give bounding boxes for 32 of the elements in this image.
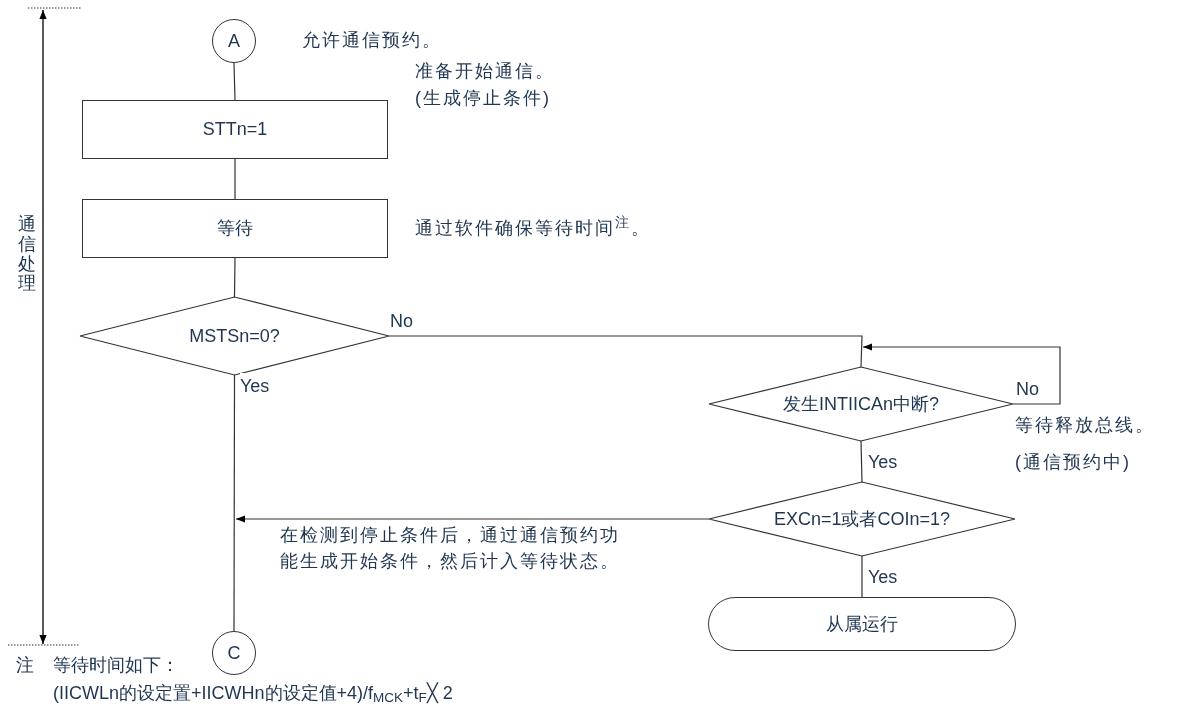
process-box	[82, 100, 388, 159]
node-text: C	[227, 641, 241, 665]
node-text: STTn=1	[202, 118, 268, 141]
annotation-text: 准备开始通信。	[415, 60, 555, 82]
note-text: 等待时间如下：	[53, 654, 179, 677]
node-text: 等待	[217, 217, 253, 240]
node-text: 发生INTIICAn中断?	[783, 392, 939, 416]
terminal-box	[708, 597, 1016, 651]
process-box	[82, 199, 388, 258]
formula-text: (IICWLn的设定置+IICWHn的设定值+4)/f$_{MCK}$+t$_{F}$╳ 2	[53, 681, 453, 707]
annotation-text: 允许通信预约。	[302, 29, 442, 51]
connector-line	[233, 257, 236, 298]
connector-line	[233, 374, 236, 632]
connector-line	[860, 440, 863, 483]
decision-diamond	[709, 482, 1015, 556]
connector-line	[388, 335, 863, 368]
annotation-text: (通信预约中)	[1015, 451, 1131, 473]
node-text: A	[228, 29, 240, 53]
note-mark: 注	[16, 654, 34, 677]
connector-line	[861, 555, 863, 598]
decision-diamond	[80, 297, 389, 375]
connector-line	[235, 515, 710, 523]
annotation-text: 通过软件确保等待时间$^{注}$。	[415, 217, 651, 239]
connector-line	[233, 62, 236, 101]
node-text: EXCn=1或者COIn=1?	[773, 507, 951, 531]
connector-line	[234, 158, 236, 200]
connector-line	[862, 343, 1061, 405]
annotation-text: (生成停止条件)	[415, 87, 551, 109]
node-text: 从属运行	[826, 612, 898, 636]
node-text: MSTSn=0?	[189, 324, 280, 348]
decision-diamond	[709, 367, 1013, 441]
annotation-text: 等待释放总线。	[1015, 414, 1155, 436]
